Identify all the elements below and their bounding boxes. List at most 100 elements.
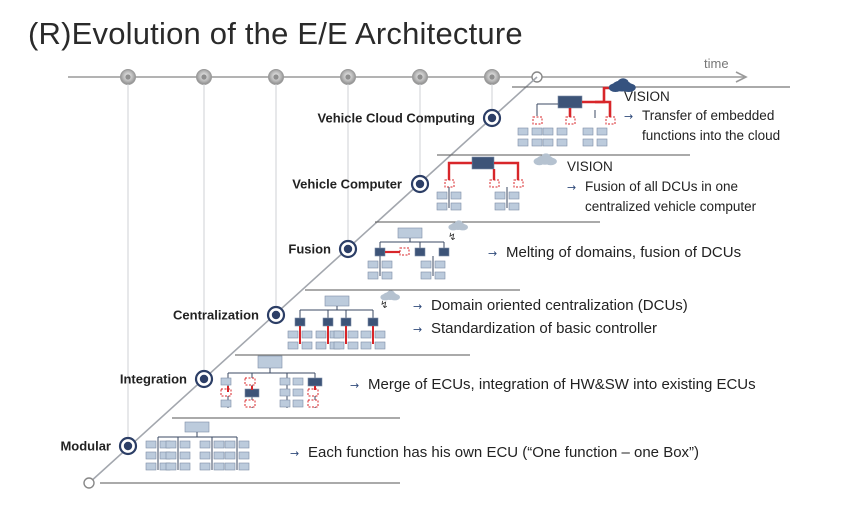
level-label: Vehicle Cloud Computing: [318, 111, 476, 126]
ecu-box: [213, 462, 225, 471]
description-line: Domain oriented centralization (DCUs): [431, 297, 688, 314]
ecu-box: [238, 440, 250, 449]
ecu-box: [347, 341, 359, 350]
level-description-centralization: →Domain oriented centralization (DCUs)→S…: [413, 297, 688, 337]
ecu-box: [531, 138, 543, 147]
ecu-box: [494, 202, 506, 211]
description-line: Merge of ECUs, integration of HW&SW into…: [368, 376, 756, 393]
ecu-box: [145, 451, 157, 460]
ecu-box: [542, 127, 554, 136]
vision-heading: VISION: [624, 89, 670, 104]
timeline-node-core: [417, 74, 423, 80]
timeline-node-core: [125, 74, 131, 80]
level-label: Integration: [120, 372, 187, 387]
ecu-box: [307, 399, 319, 408]
ecu-box: [542, 138, 554, 147]
level-node-core: [123, 441, 133, 451]
timeline-drop-lines: [127, 84, 493, 447]
ecu-box: [517, 127, 529, 136]
level-centralization: Centralization: [173, 305, 286, 325]
level-integration: Integration: [120, 369, 214, 389]
ecu-box: [582, 138, 594, 147]
arch-centralization: ↯: [287, 290, 400, 350]
dcu-box: [438, 247, 450, 257]
gateway-box: [397, 227, 423, 239]
ecu-box: [199, 462, 211, 471]
level-label: Vehicle Computer: [292, 177, 402, 192]
ecu-box: [420, 260, 432, 269]
ecu-box: [333, 330, 345, 339]
bullet-arrow-icon: →: [488, 247, 497, 260]
level-label: Modular: [60, 439, 111, 454]
ecu-box: [301, 330, 313, 339]
ecu-box: [508, 202, 520, 211]
ecu-box: [450, 202, 462, 211]
level-node-core: [343, 244, 353, 254]
ecu-box: [315, 341, 327, 350]
ecu-box: [244, 399, 256, 408]
dcu-box: [367, 317, 379, 327]
ecu-box: [220, 377, 232, 386]
red-link: [582, 86, 612, 104]
cloud-icon: [608, 78, 636, 93]
ecu-box: [307, 388, 319, 397]
ecu-box: [292, 399, 304, 408]
bullet-arrow-icon: →: [567, 181, 576, 194]
ecu-box: [292, 388, 304, 397]
ecu-box: [381, 260, 393, 269]
description-line: Melting of domains, fusion of DCUs: [506, 244, 741, 261]
ecu-box: [199, 440, 211, 449]
ecu-box: [532, 116, 543, 125]
ecu-box: [444, 179, 455, 188]
timeline: time: [68, 56, 748, 85]
ecu-box: [279, 388, 291, 397]
bullet-arrow-icon: →: [624, 110, 633, 123]
ecu-box: [436, 202, 448, 211]
ecu-box: [420, 271, 432, 280]
ecu-box: [301, 341, 313, 350]
red-link: [494, 161, 520, 180]
description-line: functions into the cloud: [642, 128, 780, 143]
gateway-box: [324, 295, 350, 307]
level-description-modular: →Each function has his own ECU (“One fun…: [290, 444, 699, 461]
red-link: [595, 100, 612, 118]
level-modular: Modular: [60, 436, 138, 456]
ecu-box: [220, 388, 232, 397]
timeline-node-core: [345, 74, 351, 80]
ecu-box: [436, 191, 448, 200]
ecu-box: [508, 191, 520, 200]
central-computer-box: [557, 95, 583, 109]
ecu-box: [360, 341, 372, 350]
gateway-box: [184, 421, 210, 433]
level-description-vehicle-computer: VISION→Fusion of all DCUs in onecentrali…: [567, 159, 757, 214]
level-vehicle-cloud-computing: Vehicle Cloud Computing: [318, 108, 502, 128]
ecu-box: [199, 451, 211, 460]
ecu-box: [434, 271, 446, 280]
dcu-box: [294, 317, 306, 327]
ecu-box: [333, 341, 345, 350]
cloud-icon: [380, 290, 400, 301]
bullet-arrow-icon: →: [290, 447, 299, 460]
ecu-box: [582, 127, 594, 136]
ecu-box: [565, 116, 576, 125]
timeline-node-core: [273, 74, 279, 80]
ecu-box: [145, 462, 157, 471]
ecu-box: [367, 271, 379, 280]
ecu-box: [517, 138, 529, 147]
level-node-core: [199, 374, 209, 384]
timeline-node-core: [201, 74, 207, 80]
wireless-icon: ↯: [448, 232, 456, 243]
ecu-box: [165, 451, 177, 460]
ecu-box: [224, 440, 236, 449]
ecu-box: [374, 341, 386, 350]
ecu-box: [596, 138, 608, 147]
dcu-box: [322, 317, 334, 327]
arch-vehicle-cloud-computing: [517, 78, 636, 147]
ecu-box: [179, 440, 191, 449]
level-node-core: [415, 179, 425, 189]
ecu-box: [494, 191, 506, 200]
level-label: Centralization: [173, 308, 259, 323]
ecu-box: [556, 127, 568, 136]
wireless-icon: ↯: [380, 300, 388, 311]
